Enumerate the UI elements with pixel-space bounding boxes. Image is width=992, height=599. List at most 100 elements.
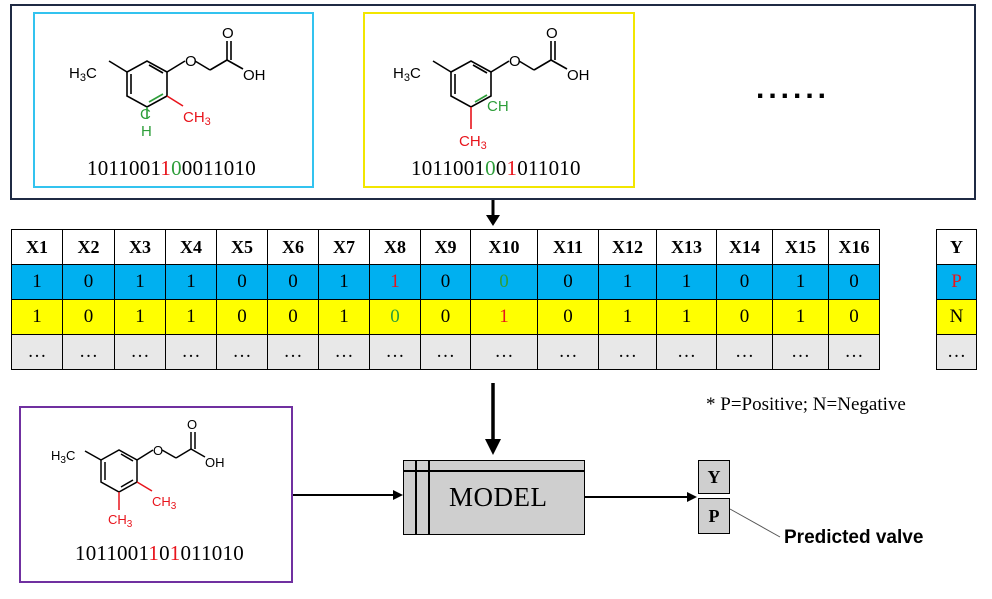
prediction-label: Predicted valve	[784, 527, 924, 548]
table-cell: 0	[62, 299, 115, 335]
bit: 1	[442, 156, 454, 180]
mol2-oh: OH	[567, 67, 590, 84]
bit: 1	[106, 541, 118, 565]
query-h3c: H3C	[51, 448, 75, 466]
column-header: X11	[537, 229, 599, 265]
bit: 0	[211, 541, 223, 565]
bit: 1	[474, 156, 486, 180]
column-header: X8	[369, 229, 421, 265]
table-cell: 1	[656, 299, 717, 335]
query-ch3-b: CH3	[108, 512, 133, 530]
bit: 1	[96, 541, 107, 565]
table-cell: 0	[62, 264, 115, 300]
molecule-2-bits: 1011001001011010	[411, 156, 581, 181]
query-o: O	[153, 443, 163, 458]
mol1-oh: OH	[243, 67, 266, 84]
bit: 0	[97, 156, 109, 180]
table-cell: 0	[267, 299, 319, 335]
model-label: MODEL	[449, 482, 548, 512]
table-cell: 1	[470, 299, 538, 335]
bit: 1	[87, 156, 98, 180]
table-cell: …	[470, 334, 538, 370]
table-cell: 0	[470, 264, 538, 300]
molecule-box-2: H3C O O OH CH CH3 1011001001011010	[363, 12, 635, 188]
bit: 0	[171, 156, 182, 180]
bit: 0	[463, 156, 475, 180]
column-header: X14	[716, 229, 773, 265]
table-cell: 0	[537, 299, 599, 335]
bit: 0	[223, 156, 235, 180]
bit: 0	[159, 541, 170, 565]
bit: 1	[169, 541, 181, 565]
column-header: X1	[11, 229, 63, 265]
top-panel	[10, 4, 976, 200]
legend-note: * P=Positive; N=Negative	[706, 394, 906, 415]
table-cell: …	[267, 334, 319, 370]
label-cell: N	[936, 299, 977, 335]
label-row: P	[936, 264, 977, 300]
mol1-ch3: CH3	[183, 109, 211, 128]
mol1-o: O	[185, 53, 197, 70]
table-cell: …	[598, 334, 657, 370]
label-cell: …	[936, 334, 977, 370]
table-cell: 1	[598, 299, 657, 335]
table-cell: 0	[828, 299, 880, 335]
bit: 0	[117, 541, 128, 565]
bit: 1	[506, 156, 518, 180]
table-cell: 1	[165, 299, 217, 335]
table-row: …………………………………………	[11, 334, 880, 370]
label-row: …	[936, 334, 977, 370]
column-header: X13	[656, 229, 717, 265]
bit: 1	[527, 156, 538, 180]
table-cell: 0	[216, 299, 268, 335]
column-header: X15	[772, 229, 829, 265]
table-cell: 0	[420, 264, 471, 300]
label-header-row: Y	[936, 229, 977, 265]
table-cell: …	[369, 334, 421, 370]
bit: 0	[485, 156, 496, 180]
table-cell: 1	[772, 264, 829, 300]
table-cell: …	[828, 334, 880, 370]
table-cell: 0	[716, 299, 773, 335]
bit: 1	[201, 541, 212, 565]
prediction-callout-line	[729, 508, 781, 538]
more-molecules-ellipsis: ......	[756, 72, 831, 105]
table-cell: …	[318, 334, 370, 370]
bit: 1	[191, 541, 202, 565]
table-cell: 1	[318, 299, 370, 335]
table-cell: 1	[772, 299, 829, 335]
table-cell: …	[165, 334, 217, 370]
query-molecule-bits: 1011001101011010	[75, 541, 244, 566]
bit: 0	[495, 156, 507, 180]
molecule-box-1: H3C O O OH CH3 C H 1011001100011010	[33, 12, 314, 188]
arrow-molecule-to-model	[293, 490, 403, 500]
query-molecule-structure: H3C O O OH CH3 CH3	[51, 417, 225, 530]
bit: 1	[118, 156, 130, 180]
table-cell: …	[11, 334, 63, 370]
table-cell: …	[62, 334, 115, 370]
table-cell: …	[420, 334, 471, 370]
table-cell: 1	[318, 264, 370, 300]
bit: 1	[559, 156, 570, 180]
prediction-value: P	[698, 498, 730, 534]
table-cell: 0	[267, 264, 319, 300]
column-header: X6	[267, 229, 319, 265]
label-cell: P	[936, 264, 977, 300]
column-header: X2	[62, 229, 115, 265]
query-carbonyl-o: O	[187, 417, 197, 432]
bit: 1	[537, 156, 549, 180]
arrow-to-model	[485, 383, 501, 455]
column-header: X9	[420, 229, 471, 265]
bit: 0	[181, 156, 193, 180]
bit: 0	[453, 156, 464, 180]
model-side-bar-inner	[428, 460, 430, 535]
query-ch3-a: CH3	[152, 494, 177, 512]
model-top-bar	[403, 470, 585, 472]
bit: 0	[180, 541, 192, 565]
bit: 0	[569, 156, 581, 180]
label-column-header: Y	[936, 229, 977, 265]
arrow-to-table	[486, 200, 500, 226]
mol1-h3c: H3C	[69, 65, 97, 84]
